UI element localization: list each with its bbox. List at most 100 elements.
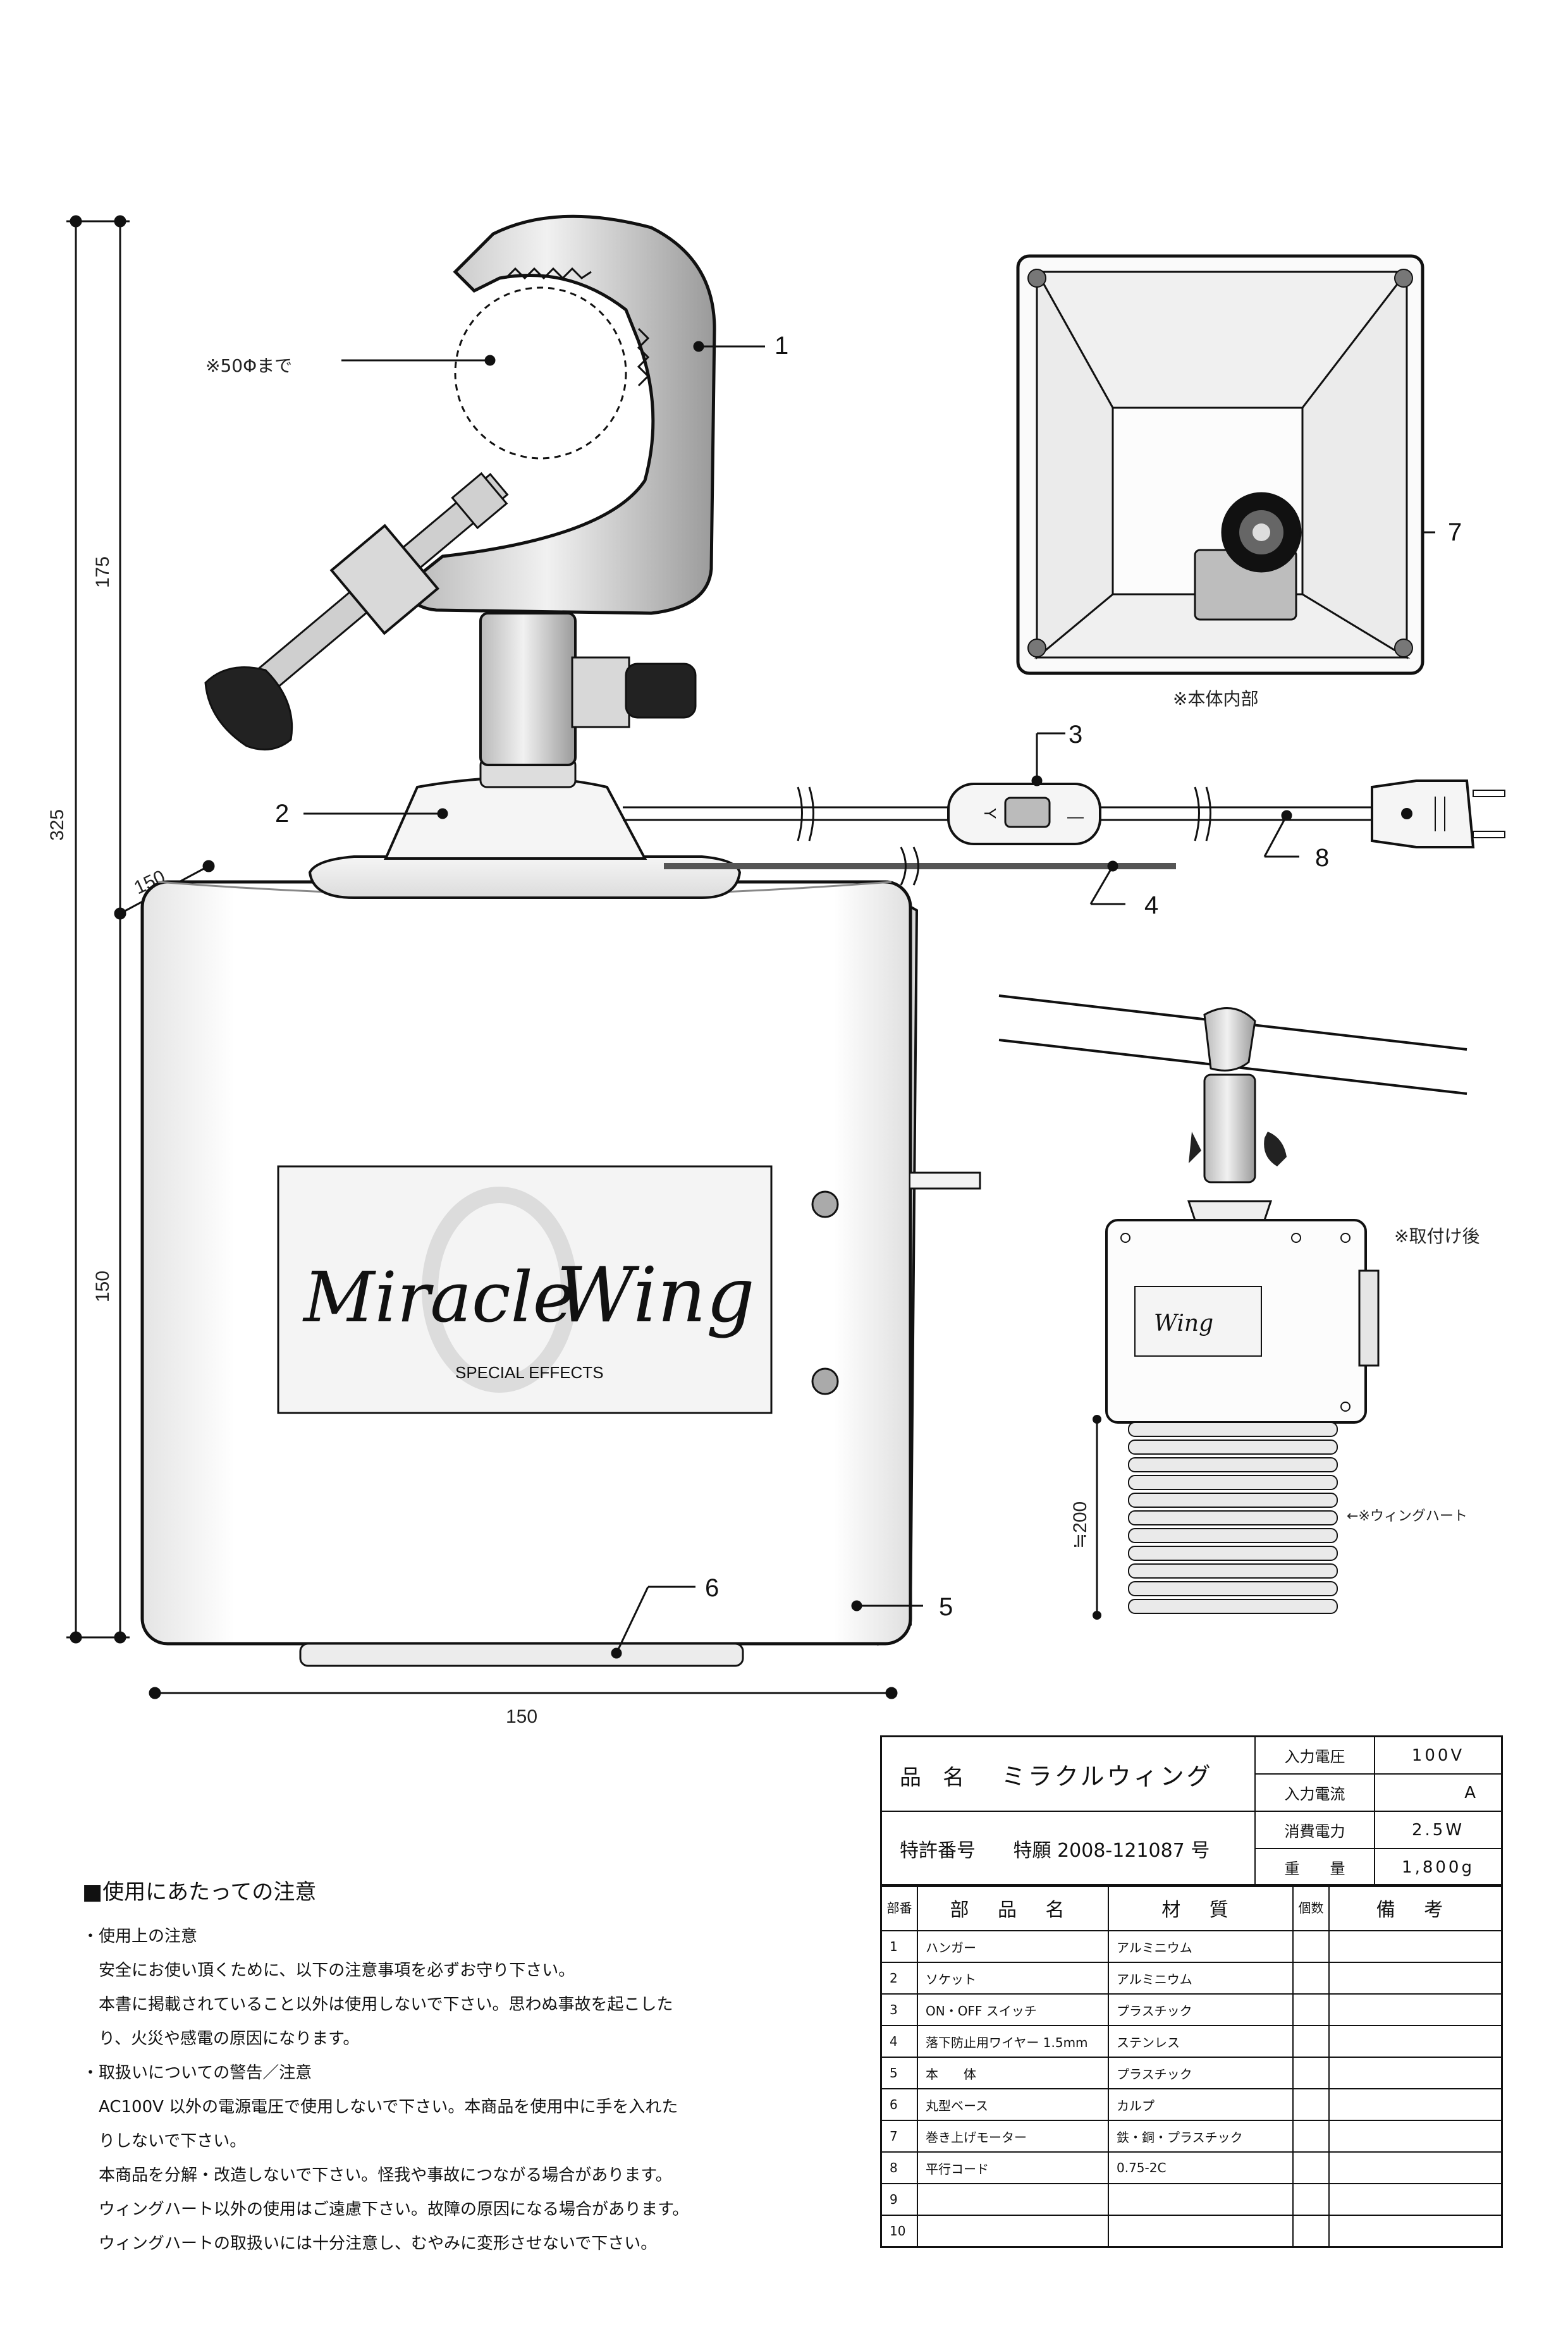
part-quantity <box>1292 2215 1330 2248</box>
part-remarks <box>1328 2088 1503 2121</box>
onoff-switch: Y — <box>947 783 1101 845</box>
callout-1: 1 <box>775 332 788 360</box>
part-remarks <box>1328 2183 1503 2216</box>
header-part-number: 部番 <box>880 1884 918 1931</box>
part-number: 7 <box>880 2120 918 2153</box>
notes-line: り、火災や感電の原因になります。 <box>82 2029 360 2048</box>
clamp-size-note: ※50Φまで <box>205 355 292 376</box>
part-number: 6 <box>880 2088 918 2121</box>
lower-height-label: 150 <box>92 1271 113 1302</box>
part-number: 5 <box>880 2057 918 2089</box>
table-row: 9 <box>880 2183 1503 2216</box>
part-number: 8 <box>880 2151 918 2184</box>
wing-heart-note: ←※ウィングハート <box>1347 1508 1467 1524</box>
installed-view: Wing <box>998 994 1467 1620</box>
patent-value: 特願 2008-121087 号 <box>1013 1840 1210 1862</box>
notes-line: AC100V 以外の電源電圧で使用しないで下さい。本商品を使用中に手を入れた <box>82 2098 678 2117</box>
ratings-upper: 入力電圧 100V 入力電流 A <box>1254 1735 1503 1812</box>
part-material: プラスチック <box>1108 1993 1294 2026</box>
ratings-lower: 消費電力 2.5W 重 量 1,800g <box>1254 1811 1503 1887</box>
part-name: 平行コード <box>917 2151 1109 2184</box>
part-name: 落下防止用ワイヤー 1.5mm <box>917 2025 1109 2058</box>
installed-caption: ※取付け後 <box>1394 1226 1479 1247</box>
interior-caption: ※本体内部 <box>1173 688 1258 709</box>
header-quantity: 個数 <box>1292 1884 1330 1931</box>
spec-table: 品 名 ミラクルウィング 入力電圧 100V 入力電流 A 特許番号 特願 20… <box>880 1735 1503 1887</box>
rating-label: 重 量 <box>1256 1849 1375 1885</box>
wing-heart-height: ≒200 <box>1070 1501 1091 1549</box>
header-remarks: 備 考 <box>1328 1884 1503 1931</box>
callout-6: 6 <box>705 1574 719 1602</box>
product-name-cell: 品 名 ミラクルウィング <box>880 1735 1256 1812</box>
part-quantity <box>1292 1930 1330 1963</box>
rating-label: 入力電流 <box>1256 1774 1375 1811</box>
rating-label: 入力電圧 <box>1256 1737 1375 1775</box>
callout-2: 2 <box>275 800 289 828</box>
upper-height-label: 175 <box>92 556 113 588</box>
part-name: 本 体 <box>917 2057 1109 2089</box>
socket <box>308 757 742 899</box>
total-height-label: 325 <box>47 809 68 841</box>
patent-label: 特許番号 <box>900 1840 976 1862</box>
notes-line: ・取扱いについての警告／注意 <box>82 2063 312 2082</box>
part-remarks <box>1328 2151 1503 2184</box>
callout-8: 8 <box>1315 844 1329 872</box>
logo-text-right: Wing <box>556 1252 755 1340</box>
notes-title: ■使用にあたっての注意 <box>82 1880 317 1905</box>
part-name <box>917 2215 1109 2248</box>
part-number: 9 <box>880 2183 918 2216</box>
part-remarks <box>1328 2025 1503 2058</box>
height-dimensions <box>66 215 898 1699</box>
part-remarks <box>1328 2215 1503 2248</box>
callout-4: 4 <box>1144 891 1158 919</box>
notes-line: 本書に掲載されていること以外は使用しないで下さい。思わぬ事故を起こした <box>82 1995 673 2014</box>
rating-value: 100V <box>1375 1737 1501 1775</box>
part-name: 巻き上げモーター <box>917 2120 1109 2153</box>
part-quantity <box>1292 2088 1330 2121</box>
logo-text-left: Miracle <box>302 1257 574 1338</box>
callout-leaders <box>303 341 1435 1659</box>
part-name: ソケット <box>917 1962 1109 1995</box>
safety-wire <box>664 847 1176 886</box>
part-number: 4 <box>880 2025 918 2058</box>
rating-label: 消費電力 <box>1256 1812 1375 1849</box>
width-label: 150 <box>506 1706 537 1727</box>
part-quantity <box>1292 1993 1330 2026</box>
switch-y-label: Y <box>981 808 1000 819</box>
rating-value: 2.5W <box>1375 1812 1501 1849</box>
interior-view <box>1016 254 1424 675</box>
part-name: 丸型ベース <box>917 2088 1109 2121</box>
logo-panel: Miracle Wing SPECIAL EFFECTS <box>277 1165 773 1414</box>
part-number: 3 <box>880 1993 918 2026</box>
part-material: プラスチック <box>1108 2057 1294 2089</box>
notes-line: りしないで下さい。 <box>82 2132 247 2151</box>
part-quantity <box>1292 2025 1330 2058</box>
patent-cell: 特許番号 特願 2008-121087 号 <box>880 1811 1256 1887</box>
notes-line: 本商品を分解・改造しないで下さい。怪我や事故につながる場合があります。 <box>82 2166 672 2185</box>
notes-line: ウィングハートの取扱いには十分注意し、むやみに変形させないで下さい。 <box>82 2234 658 2253</box>
part-name: ON・OFF スイッチ <box>917 1993 1109 2026</box>
wing-heart <box>1128 1422 1338 1614</box>
part-quantity <box>1292 2057 1330 2089</box>
header-part-name: 部 品 名 <box>917 1884 1109 1931</box>
part-material <box>1108 2215 1294 2248</box>
part-material: アルミニウム <box>1108 1930 1294 1963</box>
parts-header-row: 部番 部 品 名 材 質 個数 備 考 <box>880 1884 1503 1931</box>
part-number: 2 <box>880 1962 918 1995</box>
part-number: 1 <box>880 1930 918 1963</box>
part-material: アルミニウム <box>1108 1962 1294 1995</box>
part-quantity <box>1292 1962 1330 1995</box>
table-row: 10 <box>880 2215 1503 2248</box>
notes-line: 安全にお使い頂くために、以下の注意事項を必ずお守り下さい。 <box>82 1961 575 1980</box>
part-remarks <box>1328 1993 1503 2026</box>
part-material: ステンレス <box>1108 2025 1294 2058</box>
